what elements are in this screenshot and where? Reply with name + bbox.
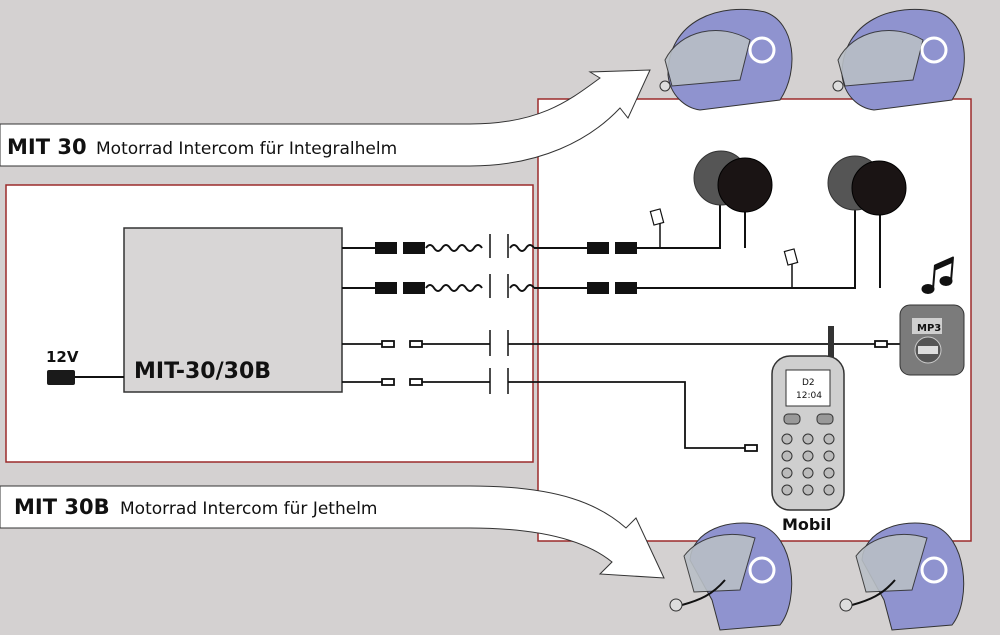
helmet-jet-icon xyxy=(839,522,965,631)
wire-mp3 xyxy=(342,330,900,356)
bottom-banner-desc: Motorrad Intercom für Jethelm xyxy=(120,499,377,519)
mp3-label: MP3 xyxy=(917,323,941,334)
microphone-icon xyxy=(649,208,665,226)
headphone-icon xyxy=(693,150,773,213)
bottom-banner-model: MIT 30B xyxy=(14,495,110,519)
control-unit-box xyxy=(123,227,343,393)
helmet-integral-icon xyxy=(832,8,965,111)
bottom-banner-arrow xyxy=(0,485,665,579)
helmet-integral-icon xyxy=(659,8,793,111)
plug-icon xyxy=(47,370,124,385)
top-banner-desc: Motorrad Intercom für Integralhelm xyxy=(96,139,397,159)
wire-headset-1 xyxy=(342,200,746,258)
top-banner-arrow xyxy=(0,69,651,167)
top-banner-model: MIT 30 xyxy=(7,135,87,159)
phone-screen-line1: D2 xyxy=(802,378,815,388)
microphone-icon xyxy=(783,248,799,266)
power-label: 12V xyxy=(46,348,79,366)
control-unit-label: MIT-30/30B xyxy=(134,359,271,384)
mp3-player-icon: MP3 xyxy=(899,304,965,376)
headphone-icon xyxy=(827,155,907,216)
wire-phone xyxy=(342,368,758,452)
phone-screen-line2: 12:04 xyxy=(796,391,822,401)
mobile-phone-icon: D2 12:04 xyxy=(771,326,845,511)
music-note-icon xyxy=(921,256,954,294)
phone-label: Mobil xyxy=(782,515,831,534)
helmet-jet-icon xyxy=(669,522,793,631)
wire-headset-2 xyxy=(342,205,881,298)
